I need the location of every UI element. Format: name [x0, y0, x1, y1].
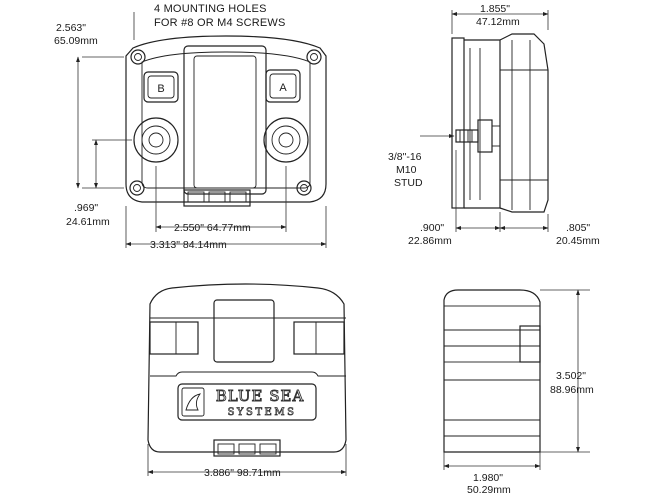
- side-depth-in: 1.855": [480, 3, 510, 15]
- bottom-depth-in: 1.980": [473, 472, 503, 484]
- stud-line1: 3/8"-16: [388, 151, 422, 163]
- height-top-mm: 65.09mm: [54, 35, 98, 47]
- stud: [455, 119, 501, 153]
- mounting-note-line2: FOR #8 OR M4 SCREWS: [154, 17, 286, 29]
- logo-line2: SYSTEMS: [228, 407, 297, 418]
- stud-boss-right: [263, 117, 309, 163]
- mounting-hole-bottom-right: [296, 180, 312, 196]
- terminal-in: .805": [566, 222, 590, 234]
- connector: [183, 189, 251, 207]
- mounting-hole-top-left: [130, 49, 146, 65]
- hole-offset-in: .969": [74, 202, 98, 214]
- bottom-width: 3.886" 98.71mm: [204, 467, 281, 479]
- hole-offset-mm: 24.61mm: [66, 216, 110, 228]
- stud-line3: STUD: [394, 177, 423, 189]
- logo-line1: BLUE SEA: [216, 387, 305, 405]
- terminal-mm: 20.45mm: [556, 235, 600, 247]
- bottom-connector: [213, 439, 281, 457]
- button-b: B: [143, 71, 179, 103]
- side-depth-mm: 47.12mm: [476, 16, 520, 28]
- mounting-note-line1: 4 MOUNTING HOLES: [154, 3, 267, 15]
- stud-boss-left: [133, 117, 179, 163]
- blue-sea-logo: BLUE SEA SYSTEMS: [177, 383, 317, 421]
- stud-offset-in: .900": [420, 222, 444, 234]
- bottom-depth-mm: 50.29mm: [467, 484, 511, 495]
- mounting-hole-bottom-left: [129, 180, 145, 196]
- side-view: [451, 33, 549, 213]
- height-top-in: 2.563": [56, 22, 86, 34]
- mounting-hole-top-right: [306, 49, 322, 65]
- stud-offset-mm: 22.86mm: [408, 235, 452, 247]
- stud-line2: M10: [396, 164, 417, 176]
- bottom-height-mm: 88.96mm: [550, 384, 594, 396]
- bottom-side-view: [443, 289, 541, 453]
- bottom-height-in: 3.502": [556, 370, 586, 382]
- button-a: A: [265, 69, 301, 103]
- base-width: 3.313" 84.14mm: [150, 239, 227, 251]
- button-b-label: B: [157, 83, 164, 95]
- hole-span: 2.550" 64.77mm: [174, 222, 251, 234]
- bottom-front-view: BLUE SEA SYSTEMS: [147, 283, 347, 457]
- button-a-label: A: [279, 82, 287, 94]
- top-view: B A: [125, 35, 327, 207]
